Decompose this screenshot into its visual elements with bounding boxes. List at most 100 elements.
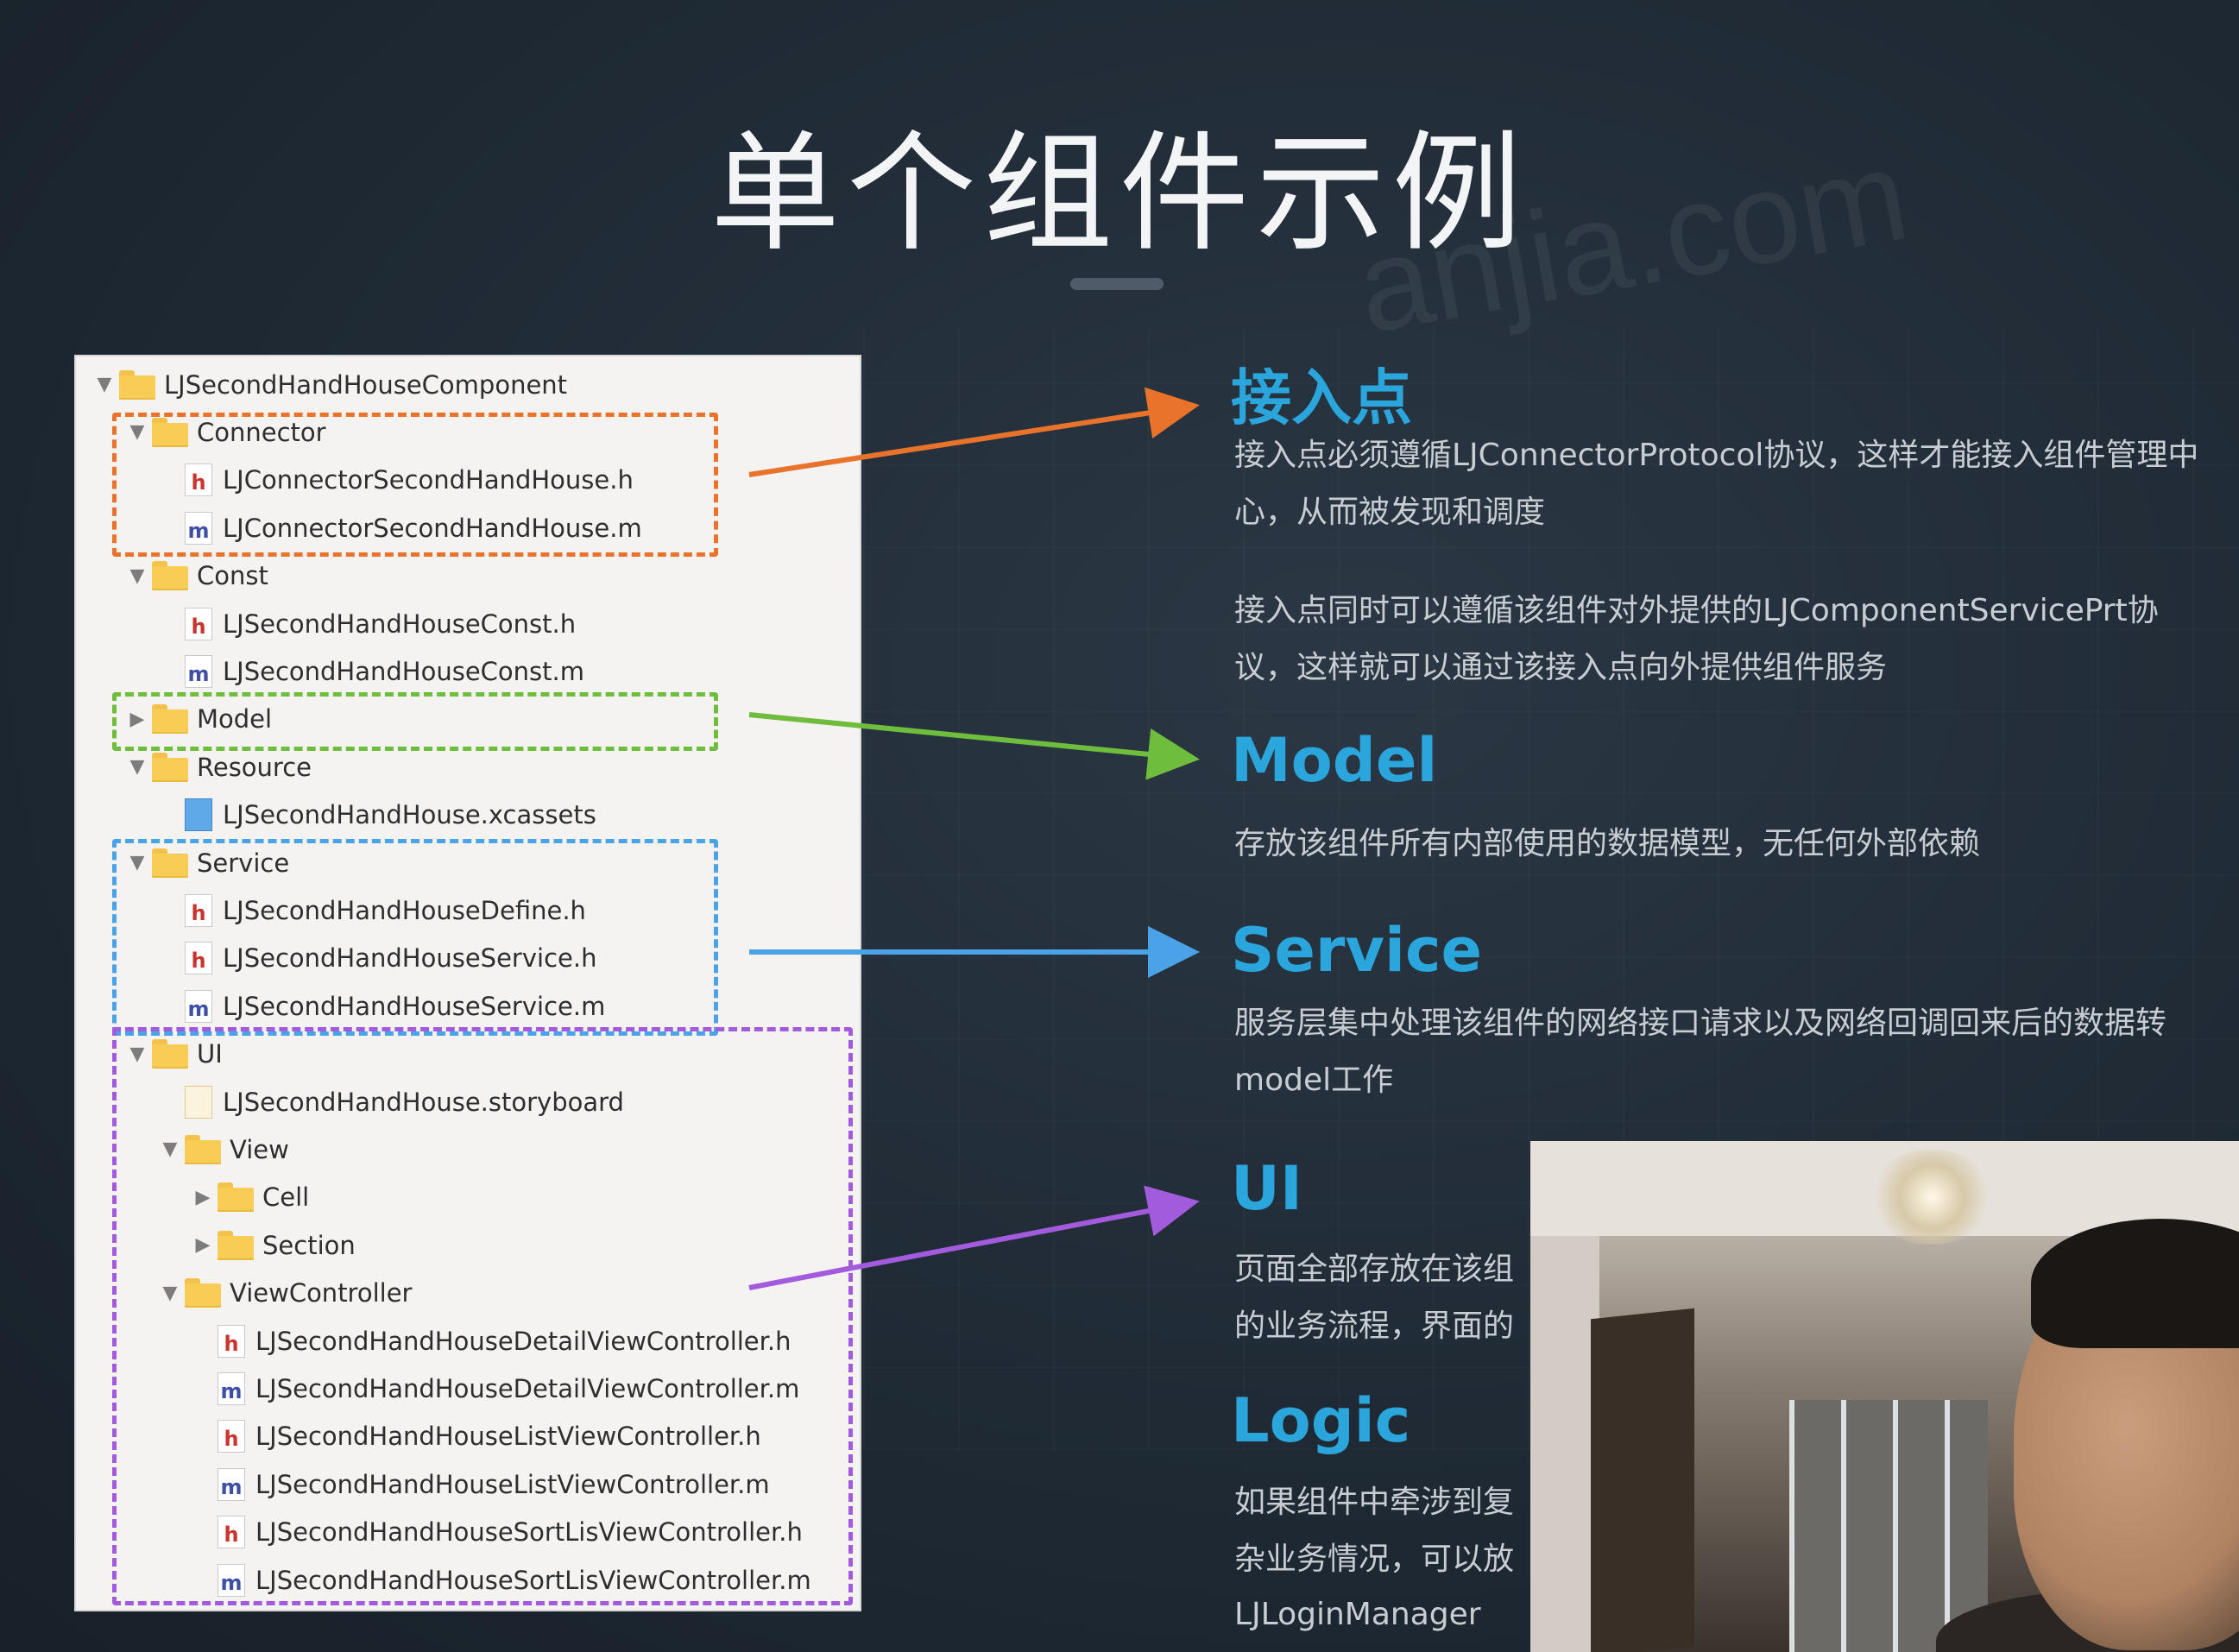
- header-file-icon: h: [218, 1420, 245, 1453]
- disclosure-expanded-icon[interactable]: ▼: [97, 374, 112, 395]
- tree-folder-row[interactable]: ▼ Const: [126, 552, 268, 600]
- asset-catalog-icon: [185, 798, 212, 832]
- tree-file-row[interactable]: m LJSecondHandHouseDetailViewController.m: [192, 1365, 799, 1412]
- model-arrow: [748, 712, 1200, 780]
- tree-file-row[interactable]: m LJSecondHandHouseService.m: [159, 982, 605, 1030]
- header-file-icon: h: [185, 893, 212, 927]
- tree-item-label: Cell: [262, 1182, 310, 1213]
- implementation-file-icon: m: [218, 1467, 245, 1501]
- logic-heading: Logic: [1231, 1385, 1411, 1456]
- folder-icon: [152, 848, 188, 878]
- logic-description-line-1: 如果组件中牵涉到复: [1234, 1485, 1515, 1520]
- tree-item-label: LJSecondHandHouseListViewController.m: [255, 1469, 770, 1499]
- tree-item-label: LJSecondHandHouseService.m: [223, 991, 606, 1021]
- connector-description-1: 接入点必须遵循LJConnectorProtocol协议，这样才能接入组件管理中…: [1234, 438, 2199, 530]
- tree-file-row[interactable]: h LJSecondHandHouseConst.h: [159, 600, 576, 647]
- tree-item-label: LJSecondHandHouse.storyboard: [223, 1087, 624, 1117]
- tree-folder-row[interactable]: ▼ ViewController: [159, 1270, 412, 1317]
- tree-folder-row[interactable]: ▼Service: [126, 839, 289, 886]
- header-file-icon: h: [185, 607, 212, 640]
- tree-item-label: Const: [197, 561, 268, 591]
- logic-description-line-2: 杂业务情况，可以放: [1234, 1542, 1515, 1577]
- webcam-window: [1789, 1400, 1988, 1652]
- tree-folder-row[interactable]: ▼View: [159, 1126, 289, 1173]
- tree-item-label: Section: [262, 1230, 356, 1260]
- folder-icon: [185, 1134, 221, 1164]
- tree-item-label: LJSecondHandHouseDetailViewController.m: [255, 1373, 800, 1403]
- folder-icon: [152, 417, 188, 447]
- disclosure-collapsed-icon[interactable]: ▶: [195, 1186, 211, 1208]
- folder-icon: [119, 369, 155, 400]
- tree-item-label: LJConnectorSecondHandHouse.h: [223, 465, 634, 495]
- tree-folder-row[interactable]: ▶ Cell: [192, 1174, 309, 1221]
- header-file-icon: h: [185, 463, 212, 497]
- tree-file-row[interactable]: h LJConnectorSecondHandHouse.h: [159, 457, 634, 504]
- ui-highlight-box: [112, 1027, 853, 1605]
- tree-folder-row[interactable]: ▶Model: [126, 696, 272, 743]
- tree-item-label: LJSecondHandHouseService.h: [223, 943, 597, 974]
- disclosure-collapsed-icon[interactable]: ▶: [195, 1234, 211, 1257]
- implementation-file-icon: m: [218, 1371, 245, 1405]
- implementation-file-icon: m: [185, 989, 212, 1023]
- disclosure-collapsed-icon[interactable]: ▶: [129, 708, 145, 730]
- tree-item-label: Resource: [197, 752, 312, 782]
- disclosure-expanded-icon[interactable]: ▼: [129, 421, 145, 444]
- tree-file-row[interactable]: h LJSecondHandHouseDetailViewController.h: [192, 1317, 792, 1365]
- service-description: 服务层集中处理该组件的网络接口请求以及网络回调回来后的数据转model工作: [1234, 1006, 2167, 1098]
- tree-file-row[interactable]: m LJSecondHandHouseListViewController.m: [192, 1460, 770, 1508]
- tree-item-label: ViewController: [230, 1278, 413, 1308]
- header-file-icon: h: [218, 1516, 245, 1549]
- webcam-chandelier: [1867, 1150, 1996, 1245]
- tree-folder-row[interactable]: ▼ Connector: [126, 408, 326, 456]
- service-heading: Service: [1231, 915, 1483, 986]
- tree-file-row[interactable]: h LJSecondHandHouseListViewController.h: [192, 1413, 761, 1460]
- disclosure-expanded-icon[interactable]: ▼: [129, 1043, 145, 1065]
- title-underline: [1070, 278, 1164, 290]
- tree-item-label: LJSecondHandHouseDetailViewController.h: [255, 1326, 792, 1356]
- tree-item-label: LJSecondHandHouseDefine.h: [223, 895, 586, 925]
- tree-item-label: Connector: [197, 417, 326, 447]
- tree-item-label: LJSecondHandHouse.xcassets: [223, 800, 596, 830]
- tree-item-label: LJSecondHandHouseConst.m: [223, 656, 584, 686]
- tree-item-label: UI: [197, 1039, 223, 1069]
- connector-arrow: [748, 387, 1200, 477]
- tree-folder-row[interactable]: ▼ Resource: [126, 743, 312, 791]
- tree-file-row[interactable]: LJSecondHandHouse.xcassets: [159, 791, 596, 839]
- ui-arrow: [748, 1185, 1200, 1290]
- connector-description-2: 接入点同时可以遵循该组件对外提供的LJComponentServicePrt协议…: [1234, 593, 2159, 685]
- tree-folder-row[interactable]: ▼ UI: [126, 1031, 223, 1078]
- webcam-person-hair: [2031, 1219, 2239, 1348]
- storyboard-file-icon: [185, 1085, 212, 1119]
- model-highlight-box: [112, 692, 718, 751]
- service-highlight-box: [112, 839, 718, 1036]
- tree-folder-row[interactable]: ▶ Section: [192, 1221, 356, 1269]
- model-heading: Model: [1231, 725, 1438, 796]
- tree-file-row[interactable]: h LJSecondHandHouseDefine.h: [159, 886, 586, 934]
- tree-folder-row[interactable]: ▼LJSecondHandHouseComponent: [93, 361, 567, 408]
- tree-file-row[interactable]: LJSecondHandHouse.storyboard: [159, 1078, 624, 1126]
- tree-item-label: LJSecondHandHouseSortLisViewController.m: [255, 1565, 811, 1595]
- slide-title: 单个组件示例: [710, 119, 1529, 269]
- tree-item-label: LJSecondHandHouseConst.h: [223, 608, 577, 639]
- header-file-icon: h: [218, 1324, 245, 1358]
- disclosure-expanded-icon[interactable]: ▼: [129, 564, 145, 587]
- tree-item-label: LJConnectorSecondHandHouse.m: [223, 513, 642, 543]
- folder-icon: [152, 704, 188, 735]
- folder-icon: [218, 1230, 254, 1260]
- webcam-overlay: [1530, 1141, 2239, 1652]
- disclosure-expanded-icon[interactable]: ▼: [162, 1282, 178, 1304]
- tree-item-label: LJSecondHandHouseListViewController.h: [255, 1422, 761, 1452]
- ui-heading: UI: [1231, 1153, 1302, 1224]
- header-file-icon: h: [185, 942, 212, 975]
- webcam-doorway: [1591, 1308, 1694, 1652]
- disclosure-expanded-icon[interactable]: ▼: [129, 852, 145, 873]
- tree-file-row[interactable]: h LJSecondHandHouseService.h: [159, 935, 596, 982]
- disclosure-expanded-icon[interactable]: ▼: [129, 756, 145, 779]
- disclosure-expanded-icon[interactable]: ▼: [162, 1138, 178, 1161]
